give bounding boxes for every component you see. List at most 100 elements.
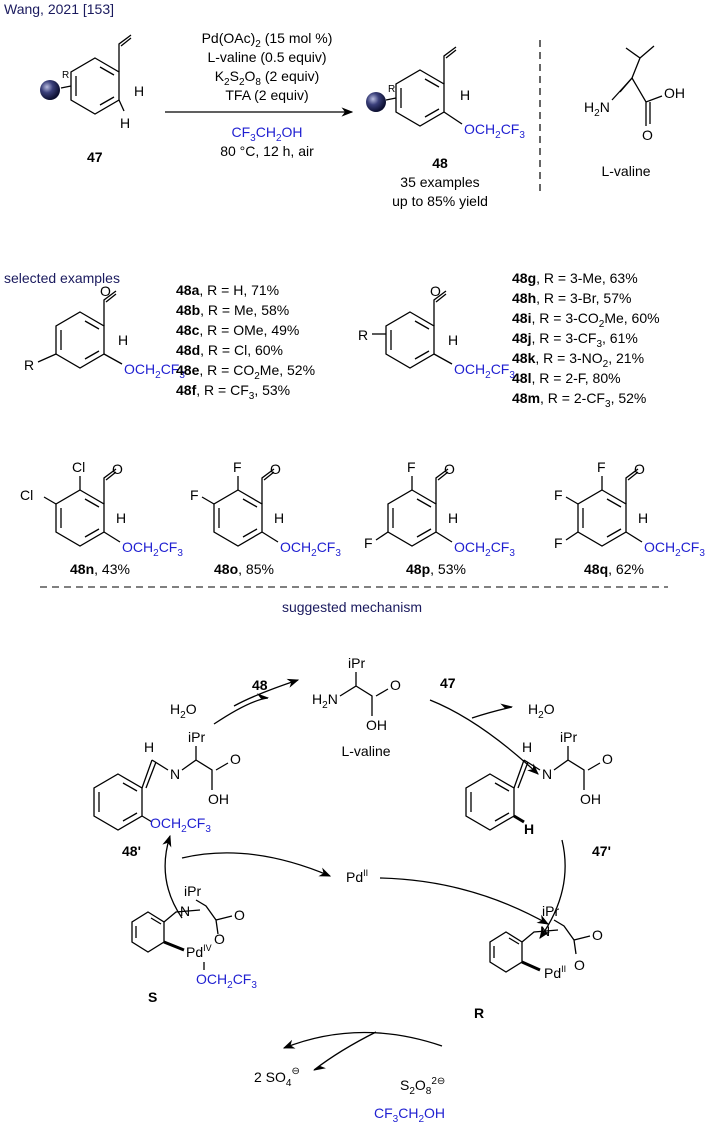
arrow-release-h2o	[471, 703, 514, 719]
example-48e: 48e, R = CO2Me, 52%	[176, 362, 315, 382]
example-48i: 48i, R = 3-CO2Me, 60%	[512, 310, 660, 330]
svg-text:iPr: iPr	[188, 729, 205, 745]
example-48p: 48p, 53%	[406, 561, 466, 577]
svg-text:OH: OH	[366, 717, 387, 733]
example-general-structure: O H OCH2CF3 R	[358, 283, 515, 381]
svg-text:H: H	[460, 87, 470, 103]
mech-persulfate: S2O82⊖	[400, 1076, 445, 1097]
svg-text:H: H	[274, 510, 284, 526]
svg-text:F: F	[554, 535, 563, 551]
valine-label: L-valine	[601, 163, 650, 179]
valine-structure: H2N OH O	[584, 45, 685, 143]
svg-text:H: H	[144, 739, 154, 755]
example-48q-structure: O H OCH2CF3 F F F	[554, 459, 705, 559]
svg-text:O: O	[270, 461, 281, 477]
arrow-47p-to-R	[539, 839, 566, 939]
svg-text:H: H	[116, 510, 126, 526]
svg-text:OCH2CF3: OCH2CF3	[454, 361, 515, 381]
product-label: 48	[432, 155, 448, 171]
mech-h2o-left: H2O	[170, 701, 197, 721]
mech-S-label: S	[148, 989, 157, 1005]
svg-text:H: H	[120, 115, 130, 131]
example-48a: 48a, R = H, 71%	[176, 282, 279, 298]
svg-text:H2N: H2N	[312, 691, 338, 711]
svg-text:OCH2CF3: OCH2CF3	[124, 361, 185, 381]
mech-R-label: R	[474, 1005, 484, 1021]
condition-solvent: CF3CH2OH	[231, 124, 302, 144]
svg-text:O: O	[112, 461, 123, 477]
example-48c: 48c, R = OMe, 49%	[176, 322, 299, 338]
svg-text:H: H	[522, 739, 532, 755]
mech-tfe: CF3CH2OH	[374, 1105, 445, 1125]
svg-text:N: N	[540, 923, 550, 939]
example-48o: 48o, 85%	[214, 561, 274, 577]
arrow-release-48	[213, 693, 270, 725]
mech-sulfate: 2 SO4⊖	[254, 1066, 300, 1089]
svg-text:H: H	[448, 510, 458, 526]
svg-text:iPr: iPr	[348, 655, 365, 671]
selected-heading: selected examples	[4, 270, 120, 286]
example-48b: 48b, R = Me, 58%	[176, 302, 289, 318]
svg-text:OCH2CF3: OCH2CF3	[122, 539, 183, 559]
example-48l: 48l, R = 2-F, 80%	[512, 370, 621, 386]
svg-text:O: O	[234, 907, 245, 923]
mech-48p-label: 48'	[122, 843, 141, 859]
svg-text:O: O	[230, 751, 241, 767]
svg-text:F: F	[190, 487, 199, 503]
mechanism-heading: suggested mechanism	[282, 599, 422, 615]
condition-oxidant: K2S2O8 (2 equiv)	[215, 68, 320, 88]
svg-text:OCH2CF3: OCH2CF3	[644, 539, 705, 559]
mech-47p-label: 47'	[592, 843, 611, 859]
svg-text:OCH2CF3: OCH2CF3	[196, 971, 257, 991]
svg-text:H: H	[524, 821, 534, 837]
examples-col2: 48g, R = 3-Me, 63% 48h, R = 3-Br, 57% 48…	[512, 270, 660, 410]
svg-text:PdIV: PdIV	[186, 943, 212, 960]
sm-label: 47	[87, 149, 103, 165]
mech-S-complex: N iPr O O PdIV OCH2CF3	[131, 883, 257, 991]
mech-47prime: H N iPr O OH H	[465, 729, 613, 837]
svg-text:iPr: iPr	[184, 883, 201, 899]
example-48o-structure: O H OCH2CF3 F F	[190, 459, 341, 559]
arrow-valine-to-47p	[429, 699, 539, 775]
svg-text:R: R	[358, 327, 368, 343]
svg-text:F: F	[597, 459, 606, 475]
svg-text:O: O	[430, 283, 441, 299]
example-48h: 48h, R = 3-Br, 57%	[512, 290, 631, 306]
svg-text:R: R	[24, 357, 34, 373]
product-examples: 35 examples	[400, 174, 479, 190]
svg-text:N: N	[180, 903, 190, 919]
example-48f: 48f, R = CF3, 53%	[176, 382, 290, 402]
svg-text:R: R	[62, 70, 69, 81]
condition-temp: 80 °C, 12 h, air	[220, 143, 314, 159]
examples-col1: 48a, R = H, 71% 48b, R = Me, 58% 48c, R …	[176, 282, 315, 402]
mech-48prime: H N iPr O OH OCH2CF3	[93, 729, 241, 835]
citation: Wang, 2021 [153]	[4, 1, 114, 17]
svg-text:N: N	[170, 766, 180, 782]
svg-text:H: H	[638, 510, 648, 526]
svg-text:O: O	[444, 461, 455, 477]
sm-47-structure: H H R	[40, 34, 144, 131]
svg-text:OH: OH	[580, 791, 601, 807]
svg-text:H: H	[118, 332, 128, 348]
svg-text:iPr: iPr	[560, 729, 577, 745]
arrow-release-sulfate	[313, 1031, 377, 1071]
svg-text:OCH2CF3: OCH2CF3	[464, 121, 525, 141]
product-yield: up to 85% yield	[392, 193, 488, 209]
arrow-S-to-48p	[162, 834, 183, 919]
example-para-structure: O H OCH2CF3 R	[24, 283, 185, 381]
mech-R-complex: N iPr O O PdII	[489, 903, 603, 981]
example-48m: 48m, R = 2-CF3, 52%	[512, 390, 646, 410]
svg-text:F: F	[233, 459, 242, 475]
svg-text:Cl: Cl	[72, 459, 85, 475]
example-48d: 48d, R = Cl, 60%	[176, 342, 283, 358]
svg-text:H2N: H2N	[584, 99, 610, 119]
svg-text:O: O	[634, 461, 645, 477]
svg-text:O: O	[214, 931, 225, 947]
svg-text:F: F	[554, 487, 563, 503]
svg-text:OCH2CF3: OCH2CF3	[454, 539, 515, 559]
mech-48-label: 48	[252, 677, 268, 693]
example-48p-structure: O H OCH2CF3 F F	[364, 459, 515, 559]
svg-text:PdII: PdII	[544, 964, 566, 981]
example-48j: 48j, R = 3-CF3, 61%	[512, 330, 638, 350]
